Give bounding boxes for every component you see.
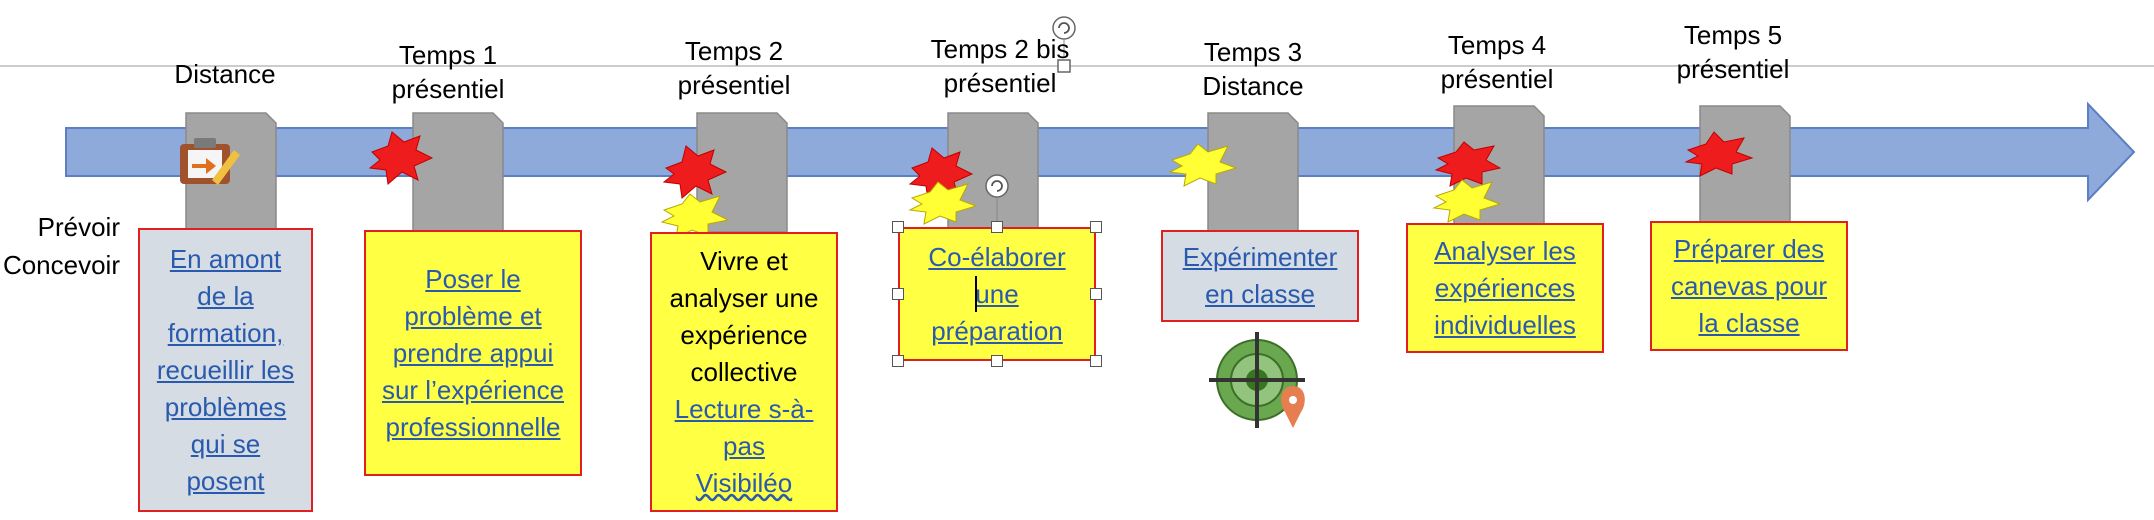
box4-line3[interactable]: préparation (931, 315, 1063, 346)
stage-heading-7-line1: Temps 5 (1683, 20, 1783, 50)
stage-heading-4: Temps 2 bis présentiel (880, 32, 1120, 100)
stage-heading-7-line2: présentiel (1676, 54, 1790, 84)
box3-link1[interactable]: Lecture s-à- (674, 393, 814, 424)
red-burst-2 (662, 145, 728, 199)
box7-line2[interactable]: canevas pour (1670, 270, 1828, 301)
box2-line4[interactable]: sur l’expérience (381, 374, 565, 405)
stage-heading-1: Distance (105, 57, 345, 91)
stage-box-5[interactable]: Expérimenter en classe (1161, 230, 1359, 322)
box1-line3[interactable]: formation, (167, 317, 284, 348)
box6-line1[interactable]: Analyser les (1434, 235, 1576, 266)
yellow-burst-1 (660, 193, 730, 239)
box3-line1: Vivre et (700, 245, 788, 276)
stage-box-7[interactable]: Préparer des canevas pour la classe (1650, 221, 1848, 351)
box1-line6[interactable]: qui se (190, 428, 261, 459)
yellow-bursts (660, 143, 1502, 239)
box1-line1[interactable]: En amont (169, 243, 282, 274)
rotate-handle-icon[interactable] (1052, 16, 1076, 73)
box4-line2[interactable]: une (975, 278, 1019, 309)
resize-handle-bl[interactable] (892, 355, 904, 367)
yellow-burst-2 (908, 181, 978, 225)
red-burst-4 (1434, 141, 1502, 187)
box6-line3[interactable]: individuelles (1434, 309, 1576, 340)
stage-heading-7: Temps 5 présentiel (1613, 18, 1853, 86)
stage-box-1[interactable]: En amont de la formation, recueillir les… (138, 228, 313, 512)
stage-heading-3: Temps 2 présentiel (614, 34, 854, 102)
doc-shape-2 (412, 112, 504, 233)
stage-box-3[interactable]: Vivre et analyser une expérience collect… (650, 232, 838, 512)
box6-line2[interactable]: expériences (1434, 272, 1576, 303)
resize-handle-l[interactable] (892, 288, 904, 300)
box7-line3[interactable]: la classe (1698, 307, 1800, 338)
doc-shape-7 (1699, 105, 1791, 225)
box3-link3[interactable]: Visibiléo (695, 467, 793, 498)
box5-line2[interactable]: en classe (1205, 279, 1315, 309)
stage-heading-6-line1: Temps 4 (1447, 30, 1547, 60)
target-icon (1209, 332, 1305, 428)
stage-box-2[interactable]: Poser le problème et prendre appui sur l… (364, 230, 582, 476)
box2-line5[interactable]: professionnelle (385, 411, 561, 442)
yellow-burst-4 (1432, 179, 1502, 223)
side-label-line1: Prévoir (37, 212, 120, 242)
stage-heading-6-line2: présentiel (1440, 64, 1554, 94)
box1-line5[interactable]: problèmes (164, 391, 287, 422)
side-label-line2: Concevoir (2, 250, 120, 280)
stage-heading-2-line2: présentiel (391, 74, 505, 104)
box3-link2[interactable]: pas (723, 430, 765, 461)
stage-heading-4-line1: Temps 2 bis (930, 34, 1070, 64)
text-cursor (975, 276, 977, 312)
stage-heading-3-line2: présentiel (677, 70, 791, 100)
timeline-arrow (65, 101, 2136, 203)
box3-line3: expérience (680, 319, 808, 350)
stage-box-6[interactable]: Analyser les expériences individuelles (1406, 223, 1604, 353)
red-burst-1 (368, 131, 434, 185)
resize-handle-r[interactable] (1090, 288, 1102, 300)
stage-heading-5-line1: Temps 3 (1203, 37, 1303, 67)
side-label: Prévoir Concevoir (0, 208, 120, 284)
resize-handle-tl[interactable] (892, 221, 904, 233)
stage-heading-2: Temps 1 présentiel (328, 38, 568, 106)
box3-line4: collective (690, 356, 798, 387)
box1-line7[interactable]: posent (186, 465, 265, 496)
yellow-burst-3 (1168, 143, 1238, 187)
stage-heading-2-line1: Temps 1 (398, 40, 498, 70)
box7-line1[interactable]: Préparer des (1673, 233, 1825, 264)
stage-heading-3-line1: Temps 2 (684, 36, 784, 66)
stage-heading-4-line2: présentiel (943, 68, 1057, 98)
stage-heading-5-line2: Distance (1202, 71, 1304, 101)
red-burst-5 (1684, 131, 1754, 177)
resize-handle-br[interactable] (1090, 355, 1102, 367)
box2-line2[interactable]: problème et (404, 300, 542, 331)
stage-heading-5: Temps 3 Distance (1133, 35, 1373, 103)
box2-line3[interactable]: prendre appui (392, 337, 554, 368)
red-burst-3 (908, 147, 974, 201)
box1-line4[interactable]: recueillir les (156, 354, 295, 385)
resize-handle-b[interactable] (991, 355, 1003, 367)
stage-heading-1-line1: Distance (174, 59, 276, 89)
clipboard-icon (180, 138, 240, 185)
box4-line1[interactable]: Co-élaborer (928, 241, 1066, 272)
doc-shape-5 (1207, 112, 1299, 233)
box5-line1[interactable]: Expérimenter (1182, 242, 1338, 272)
resize-handle-tr[interactable] (1090, 221, 1102, 233)
box2-line1[interactable]: Poser le (425, 263, 521, 294)
red-bursts (368, 131, 1754, 201)
stage-box-4[interactable]: Co-élaborer une préparation (898, 227, 1096, 361)
stage-heading-6: Temps 4 présentiel (1377, 28, 1617, 96)
box1-line2[interactable]: de la (197, 280, 254, 311)
resize-handle-t[interactable] (991, 221, 1003, 233)
box3-line2: analyser une (669, 282, 819, 313)
